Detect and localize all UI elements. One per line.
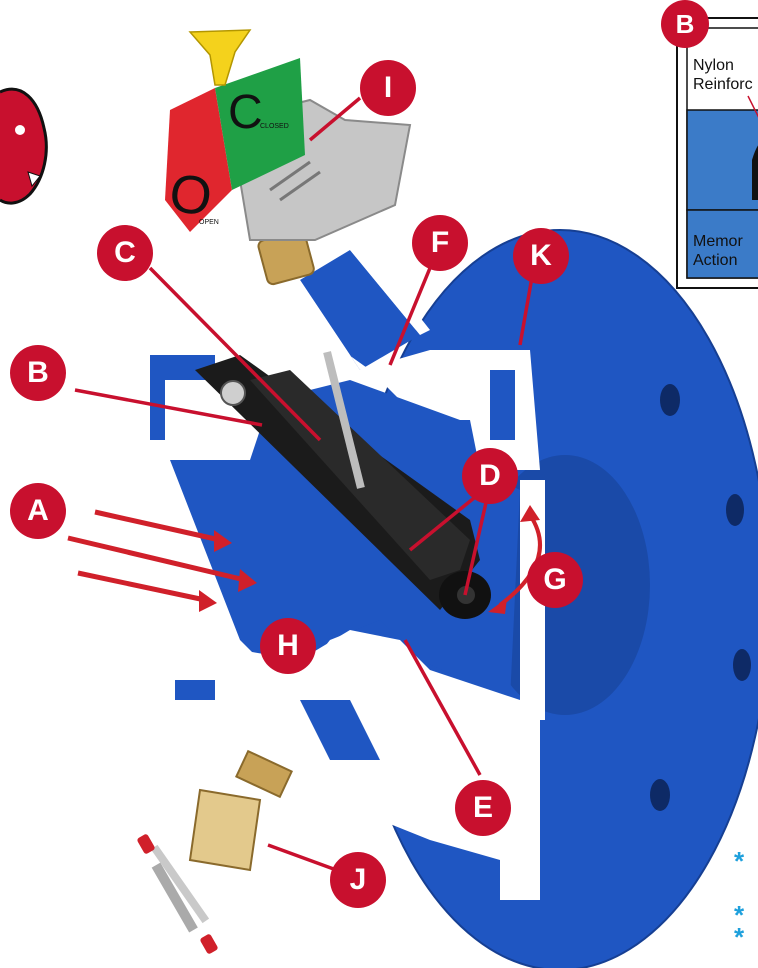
- callout-h: H: [260, 618, 316, 674]
- closed-text: CLOSED: [260, 123, 289, 130]
- bolt-hole: [733, 649, 751, 681]
- bolt-hole: [650, 779, 670, 811]
- callout-c: C: [97, 225, 153, 281]
- inset-label-memory: Memor Action: [693, 232, 743, 270]
- bolt-hole: [660, 384, 680, 416]
- callout-f: F: [412, 215, 468, 271]
- inset-badge: B: [661, 0, 709, 48]
- callout-e: E: [455, 780, 511, 836]
- bolt-hole: [726, 494, 744, 526]
- inset-label-nylon: Nylon Reinforc: [693, 56, 753, 94]
- callout-g: G: [527, 552, 583, 608]
- needle-valve: [136, 751, 291, 955]
- callout-a: A: [10, 483, 66, 539]
- footnote-marker: *: [734, 846, 744, 877]
- footnote-marker: *: [734, 922, 744, 953]
- closed-letter: C: [228, 86, 263, 139]
- inset-label-nylon-line-1: Nylon: [693, 57, 734, 74]
- callout-b: B: [10, 345, 66, 401]
- callout-j: J: [330, 852, 386, 908]
- callout-k: K: [513, 228, 569, 284]
- handle-icon: [190, 30, 250, 85]
- callout-i: I: [360, 60, 416, 116]
- inset-label-memory-line-1: Memor: [693, 233, 743, 250]
- open-text: OPEN: [199, 219, 219, 226]
- inset-label-memory-line-2: Action: [693, 252, 737, 269]
- callout-d: D: [462, 448, 518, 504]
- inset-label-nylon-line-2: Reinforc: [693, 76, 753, 93]
- mascot-logo-icon: [0, 89, 46, 203]
